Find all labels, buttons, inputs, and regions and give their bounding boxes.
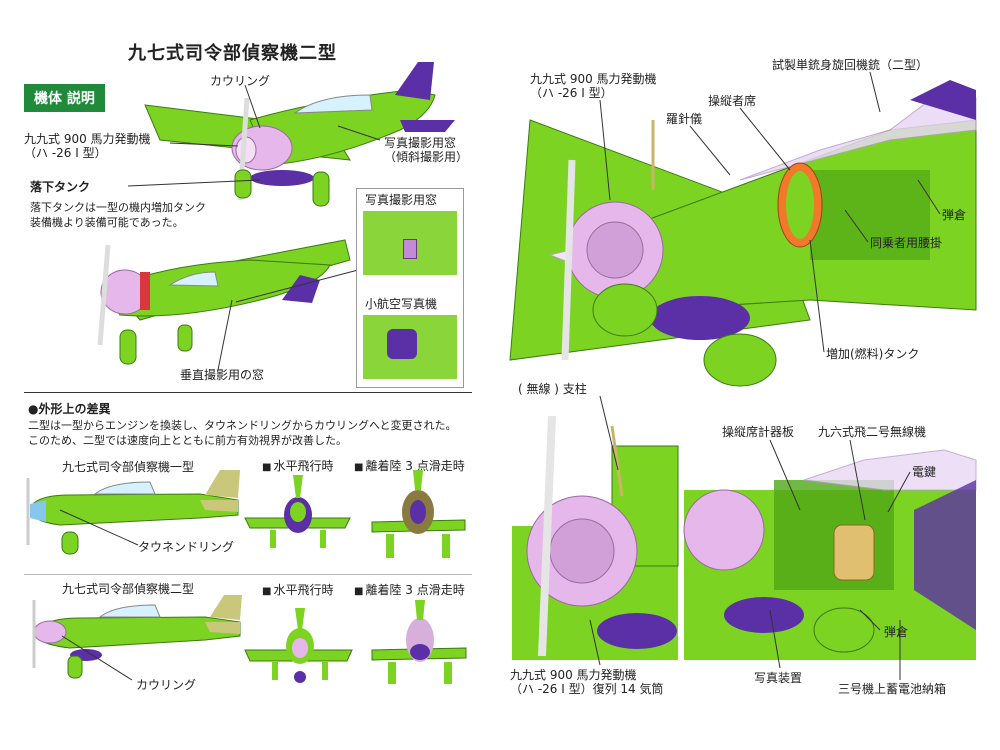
rb-label-panel: 操縦席計器板 [722,425,795,439]
type-divider [24,574,472,575]
rb-label-battery: 三号機上蓄電池納箱 [838,682,947,696]
label-drop-tank: 落下タンク [30,180,91,194]
label-cowling: カウリング [210,74,271,88]
label-engine: 九九式 900 馬力発動機 （ハ -26 I 型） [24,132,151,160]
rt-label-ammo: 弾倉 [942,208,967,222]
diff-text: 二型は一型からエンジンを換装し、タウネンドリングからカウリングへと変更された。 … [28,419,457,447]
inset-image-window-detail [403,239,417,259]
type1-name: 九七式司令部偵察機一型 [62,460,195,474]
label-photo-window-oblique: 写真撮影用窓 （傾斜撮影用） [384,136,469,164]
rb-label-key: 電鍵 [912,465,937,479]
page-title: 九七式司令部偵察機二型 [128,43,337,64]
cutaway-bottom-left [512,406,679,660]
rt-label-aux-tank: 増加(燃料)タンク [826,347,920,361]
rb-label-camera: 写真装置 [754,671,803,685]
label-vertical-window: 垂直撮影用の窓 [180,368,265,382]
type1-level: 水平飛行時 [262,459,333,475]
inset-label-photo-window: 写真撮影用窓 [365,193,438,207]
section-divider [24,392,472,393]
rt-label-compass: 羅針儀 [666,112,703,126]
rb-label-ammo: 弾倉 [884,625,909,639]
cutaway-top [509,60,977,387]
type1-callout: タウネンドリング [138,540,235,554]
rb-label-strut: ( 無線 ) 支柱 [518,382,587,396]
type1-taxi: 離着陸 3 点滑走時 [354,459,464,475]
cutaway-bottom-right [683,430,977,660]
drop-tank-note: 落下タンクは一型の機内増加タンク 装備機より装備可能であった。 [30,201,206,229]
type2-taxi: 離着陸 3 点滑走時 [354,583,464,599]
photo-window-inset: 写真撮影用窓 小航空写真機 [356,188,464,388]
rt-label-engine: 九九式 900 馬力発動機 （ハ -26 I 型） [530,72,657,100]
type2-callout: カウリング [136,678,197,692]
inset-image-camera-detail [387,329,417,359]
type2-name: 九七式司令部偵察機二型 [62,582,195,596]
rt-label-mg: 試製単銃身旋回機銃（二型） [772,58,929,72]
section-badge: 機体 説明 [24,84,105,112]
rt-label-pilot-seat: 操縦者席 [708,94,757,108]
rb-label-engine: 九九式 900 馬力発動機 （ハ -26 I 型）復列 14 気筒 [510,668,664,696]
cutaway-top-illustration [509,80,977,387]
cutaway-bottom-left-illustration [512,415,679,660]
diff-heading: ●外形上の差異 [28,402,111,416]
cutaway-bottom-right-illustration [683,449,977,660]
type2-level: 水平飛行時 [262,583,333,599]
inset-label-small-camera: 小航空写真機 [365,297,438,311]
rt-label-crew-seat: 同乗者用腰掛 [870,236,943,250]
rb-label-radio: 九六式飛二号無線機 [818,425,927,439]
